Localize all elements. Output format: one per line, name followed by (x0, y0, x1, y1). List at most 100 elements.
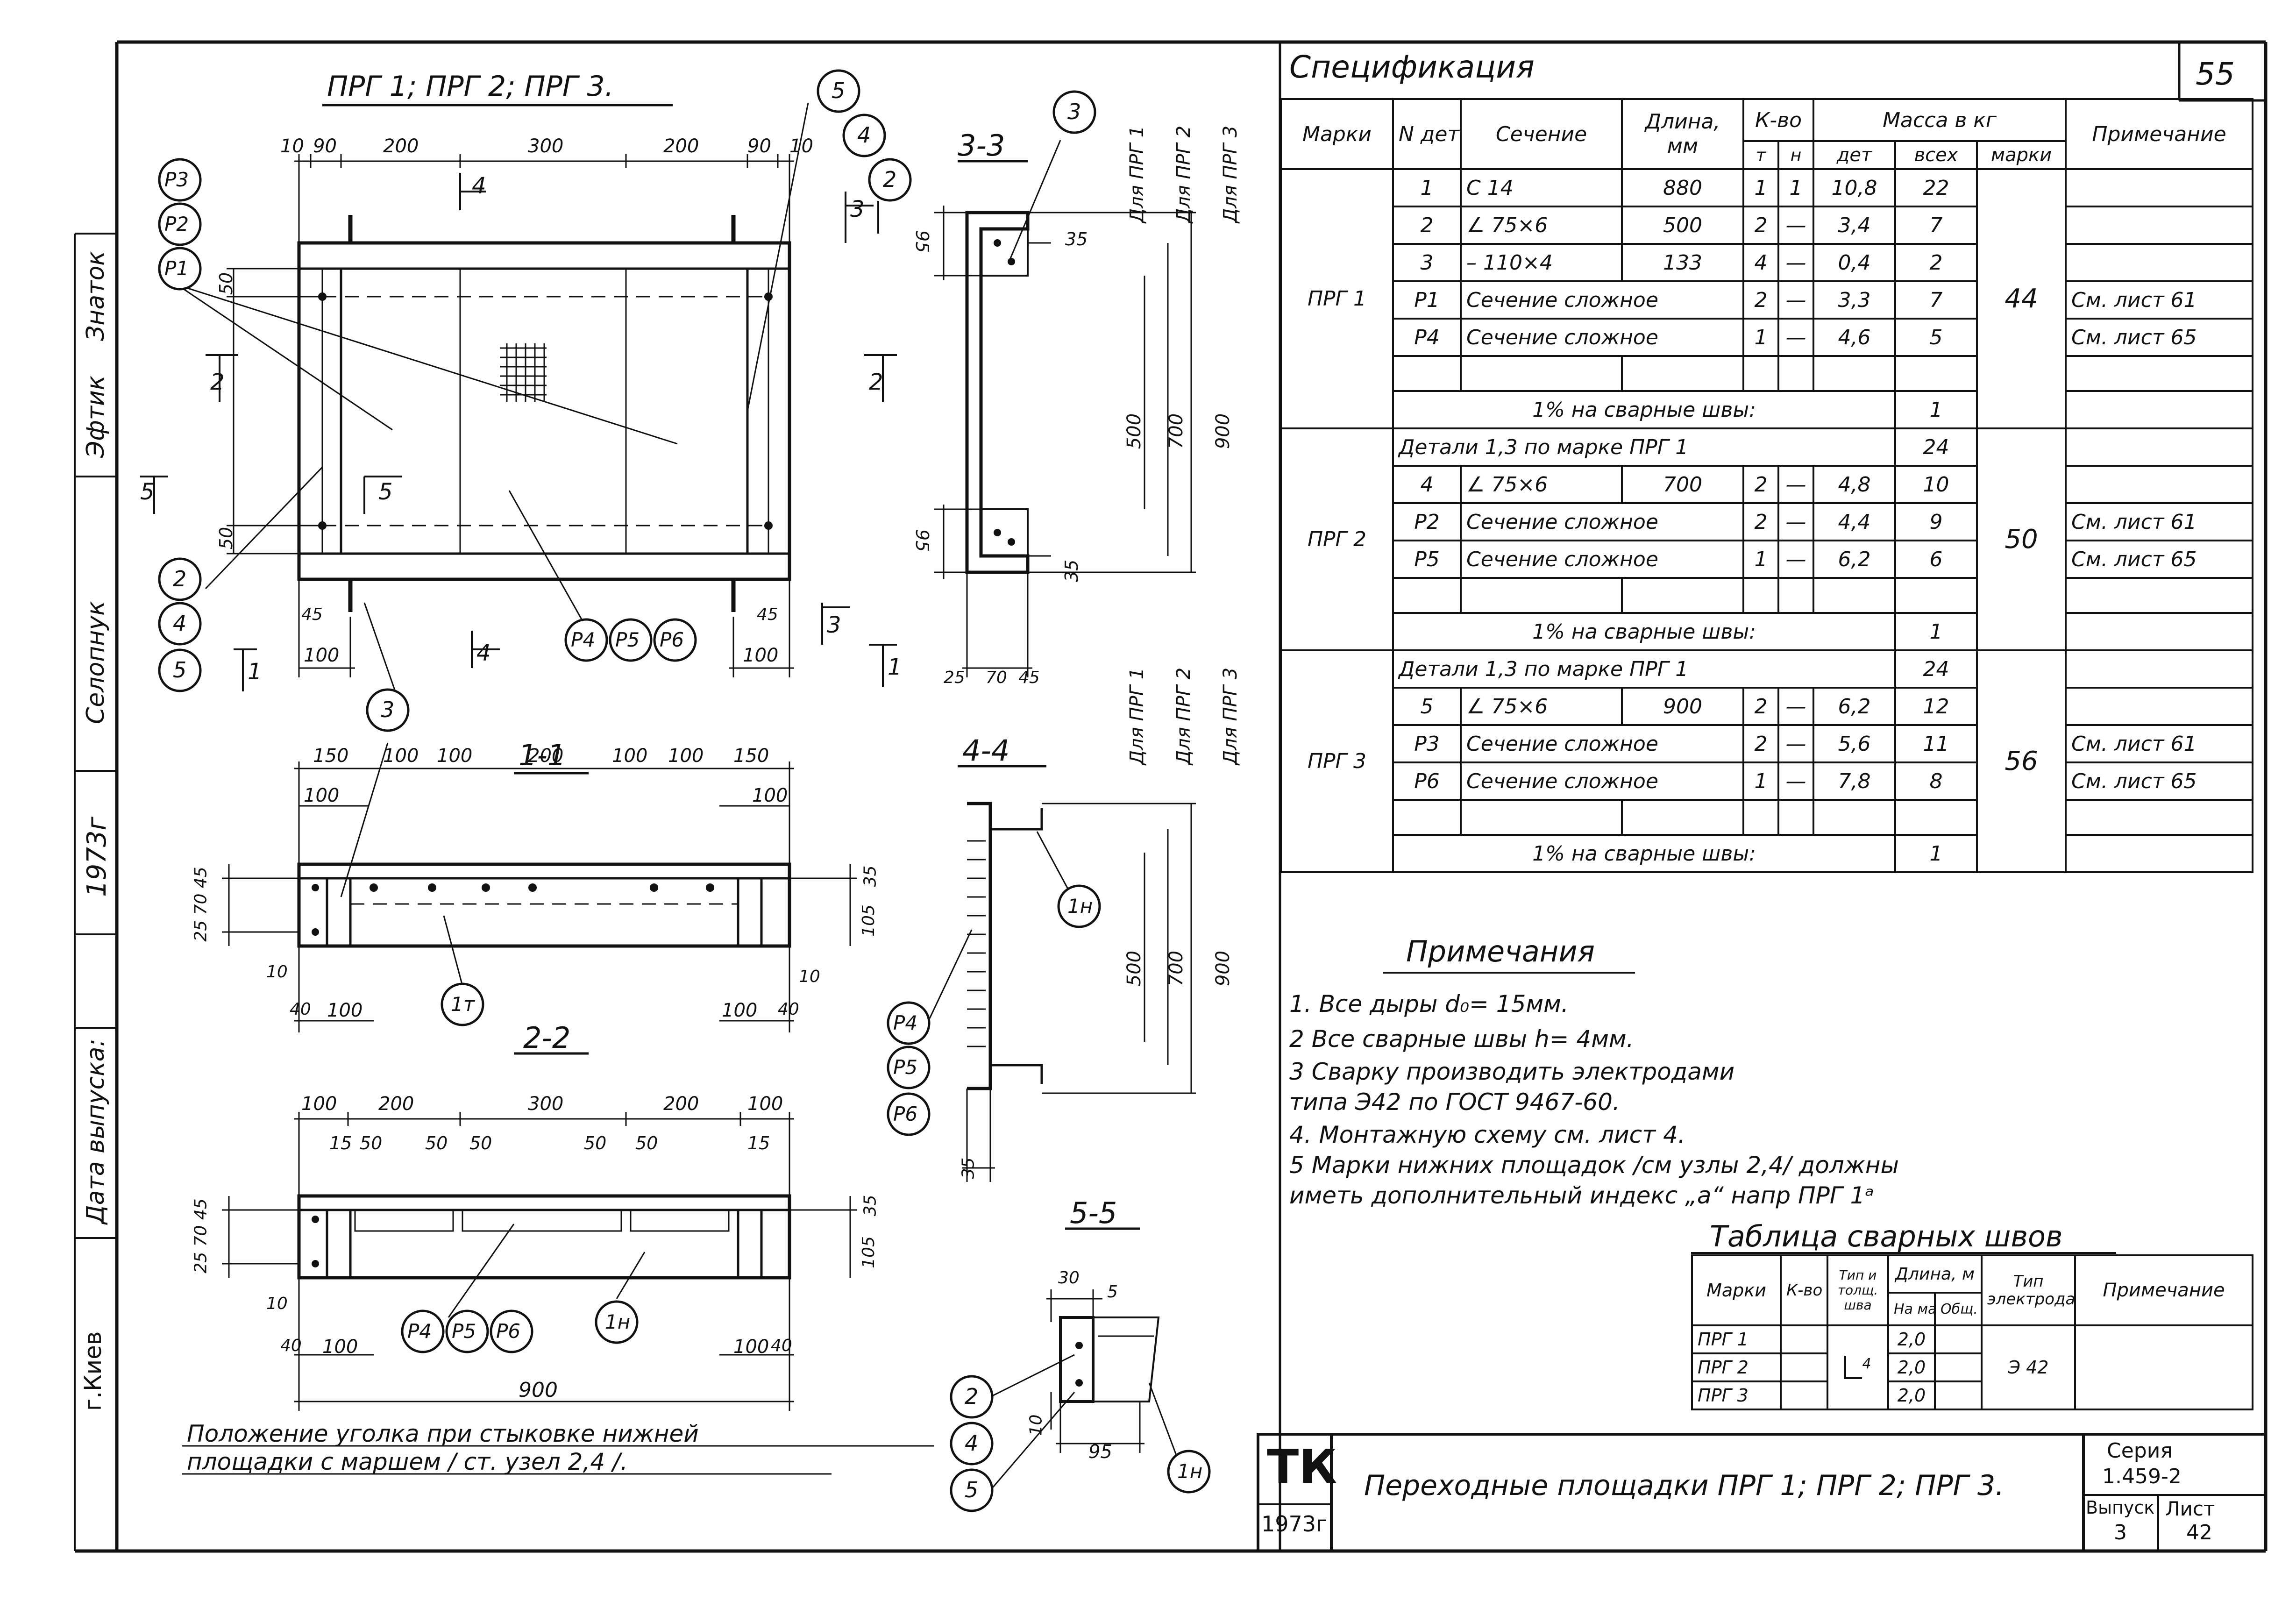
bubble-5: 5 (832, 78, 846, 103)
bubble-2: 2 (965, 1384, 979, 1409)
dim-left-100: 100 (304, 645, 340, 666)
dim-top-6: 90 (747, 135, 771, 157)
dim: 100 (301, 1093, 337, 1115)
dim: 100 (383, 745, 419, 767)
cut-mark: 4 (476, 640, 491, 666)
dim: 25 70 45 (191, 1198, 211, 1274)
bubble-p3: Р3 (164, 168, 189, 191)
bubble-5: 5 (965, 1477, 979, 1502)
bubble-p6: Р6 (496, 1320, 521, 1343)
dim: 40 (778, 1000, 799, 1019)
dim: 50 (360, 1133, 383, 1153)
note-line: 5 Марки нижних площадок /см узлы 2,4/ до… (1289, 1152, 1899, 1179)
dim: 105 (859, 904, 878, 937)
dim: 35 (1061, 559, 1082, 583)
dim-left-45: 45 (301, 605, 323, 624)
section-3-3-label: 3-3 (958, 128, 1005, 163)
hdr-marks: Марки (1280, 98, 1394, 170)
dim: 25 (944, 668, 965, 687)
bubble-2: 2 (173, 566, 187, 591)
tk-logo: ТК (1267, 1439, 1337, 1494)
notes-title-underline (1383, 972, 1635, 974)
section-4-4-label: 4-4 (962, 733, 1010, 768)
hdr-note: Примечание (2065, 98, 2254, 170)
note-line: типа Э42 по ГОСТ 9467-60. (1289, 1089, 1620, 1116)
dim: 45 (1018, 668, 1040, 687)
cut-mark: 3 (827, 612, 841, 638)
caption-line-2: площадки с маршем / ст. узел 2,4 /. (187, 1448, 628, 1475)
cut-mark: 1 (888, 654, 902, 680)
note-line: 4. Монтажную схему см. лист 4. (1289, 1121, 1685, 1148)
dim: 10 (799, 967, 820, 986)
weld-percent: 1% на сварные швы: (1392, 390, 1896, 429)
note-line: 2 Все сварные швы h= 4мм. (1289, 1025, 1634, 1053)
hdr-mass-mark: марки (1976, 140, 2067, 170)
dim: 200 (528, 745, 564, 767)
dim-top-4: 300 (528, 135, 564, 157)
dim: 95 (912, 529, 933, 552)
hdr-mass: Масса в кг (1812, 98, 2067, 142)
weld-title-underline (1691, 1252, 2116, 1254)
cut-mark: 3 (850, 196, 865, 222)
notes-title: Примечания (1406, 934, 1595, 968)
dim-right-45: 45 (757, 605, 778, 624)
dim: 150 (313, 745, 349, 767)
dim: 15 (329, 1133, 352, 1153)
hdr-mass-det: дет (1813, 140, 1896, 170)
hdr-section: Сечение (1460, 98, 1623, 170)
spec-mark: ПРГ 3 (1280, 649, 1394, 873)
callout-bubbles (158, 69, 1211, 1512)
dim: 100 (733, 1336, 769, 1358)
dim-top-7: 10 (789, 135, 813, 157)
weld-table: Марки К-во Тип и толщ. шва Длина, м Тип … (1691, 1254, 2253, 1410)
dim: 35 (860, 1195, 880, 1217)
dim: 100 (437, 745, 473, 767)
dim: 35 (860, 865, 880, 887)
spec-title: Спецификация (1289, 49, 1535, 85)
weld-hdr-len-total: Общ. (1934, 1292, 1983, 1326)
for-label: Для ПРГ 3 (1220, 125, 1242, 223)
bubble-p4: Р4 (893, 1011, 918, 1034)
dim: 70 (986, 668, 1007, 687)
bubble-p6: Р6 (893, 1103, 918, 1125)
height: 500 (1123, 950, 1145, 987)
dim: 200 (663, 1093, 699, 1115)
hdr-qty-n: н (1777, 140, 1814, 170)
weld-hdr-marks: Марки (1691, 1254, 1782, 1326)
dim: 50 (425, 1133, 448, 1153)
height: 900 (1212, 413, 1234, 449)
cut-mark: 1 (248, 659, 262, 685)
dim-top-3: 200 (383, 135, 419, 157)
series-label: Серия (2107, 1439, 2173, 1463)
bubble-4: 4 (857, 122, 871, 148)
dim-top-2: 90 (313, 135, 337, 157)
dim: 10 (1026, 1414, 1046, 1436)
dim: 300 (528, 1093, 564, 1115)
dim: 95 (1088, 1441, 1112, 1463)
issue-label: Выпуск (2086, 1497, 2155, 1518)
note-line: иметь дополнительный индекс „а“ напр ПРГ… (1289, 1182, 1874, 1209)
for-label: Для ПРГ 1 (1126, 125, 1148, 223)
dim: 40 (290, 1000, 311, 1019)
height: 900 (1212, 950, 1234, 987)
specification-table: Марки N дет. Сечение Длина, мм К-во Масс… (1280, 98, 2254, 873)
title-block-frame (1257, 1433, 2266, 1551)
cut-mark: 5 (140, 479, 155, 505)
dim: 100 (668, 745, 704, 767)
spec-mark-mass: 44 (1976, 168, 2067, 429)
dim: 100 (752, 785, 788, 806)
drawing-title: ПРГ 1; ПРГ 2; ПРГ 3. (327, 70, 614, 103)
bubble-p4: Р4 (571, 628, 596, 651)
bubble-2: 2 (883, 167, 897, 192)
bubble-1n: 1н (1067, 895, 1093, 918)
dim: 100 (327, 1000, 363, 1021)
bubble-p2: Р2 (164, 213, 189, 235)
spec-mark: ПРГ 1 (1280, 168, 1394, 429)
dim-overall: 900 (519, 1378, 558, 1402)
bubble-4: 4 (965, 1430, 979, 1456)
hdr-length: Длина, мм (1621, 98, 1744, 170)
dim: 10 (266, 962, 288, 982)
note-line: 1. Все дыры d₀= 15мм. (1289, 990, 1569, 1018)
spec-mark: ПРГ 2 (1280, 427, 1394, 651)
for-label: Для ПРГ 3 (1220, 667, 1242, 765)
